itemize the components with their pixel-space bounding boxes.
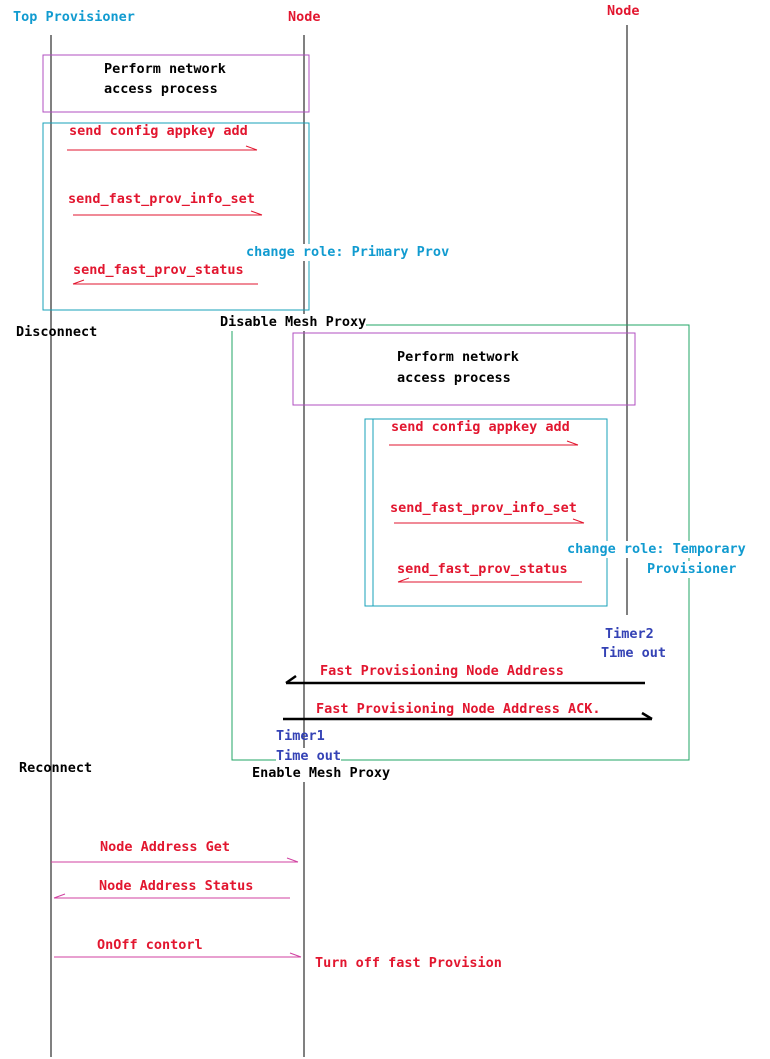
turn-off-fast-provision: Turn off fast Provision (315, 955, 502, 971)
arrow-info-set-1 (73, 210, 263, 216)
arrow-appkey-add-1 (67, 145, 258, 151)
message-node-address-ack: Fast Provisioning Node Address ACK. (316, 701, 601, 717)
message-status-2: send_fast_prov_status (397, 561, 568, 577)
message-address-get: Node Address Get (100, 839, 231, 855)
arrow-appkey-add-2 (389, 440, 579, 446)
arrow-onoff (54, 952, 302, 958)
access-process-label-2-line2: access process (397, 370, 511, 386)
config-box-2 (364, 418, 608, 607)
event-disconnect: Disconnect (16, 324, 98, 340)
message-address-status: Node Address Status (99, 878, 254, 894)
access-process-label-1-line2: access process (104, 81, 218, 97)
access-process-box-2 (292, 332, 636, 406)
arrow-address-get (51, 857, 299, 863)
arrow-status-1 (72, 279, 258, 285)
message-status-1: send_fast_prov_status (73, 262, 244, 278)
access-process-box-1 (42, 54, 310, 113)
arrow-address-status (53, 893, 290, 899)
message-node-address: Fast Provisioning Node Address (320, 663, 564, 679)
message-appkey-add-1: send config appkey add (69, 123, 248, 139)
role-change-primary: change role: Primary Prov (246, 244, 450, 261)
role-change-temporary-line2: Provisioner (647, 561, 737, 578)
timer2-label-line2: Time out (601, 645, 667, 661)
message-onoff: OnOff contorl (97, 937, 203, 953)
timer1-label-line1: Timer1 (276, 728, 325, 744)
event-enable-proxy: Enable Mesh Proxy (252, 765, 391, 782)
role-change-temporary-line1: change role: Temporary (567, 541, 746, 558)
message-appkey-add-2: send config appkey add (391, 419, 570, 435)
timer1-label-line2: Time out (276, 748, 342, 765)
message-info-set-1: send_fast_prov_info_set (68, 191, 255, 207)
arrow-status-2 (397, 577, 582, 583)
access-process-label-2-line1: Perform network (397, 349, 519, 365)
arrow-info-set-2 (394, 518, 585, 524)
config-box-1 (42, 122, 310, 311)
lifeline-title-node-2: Node (607, 3, 640, 19)
arrow-node-address (285, 674, 645, 685)
lifeline-title-top-provisioner: Top Provisioner (13, 9, 135, 25)
access-process-label-1-line1: Perform network (104, 61, 226, 77)
arrow-node-address-ack (283, 711, 653, 721)
lifeline-title-node-1: Node (288, 9, 321, 25)
event-reconnect: Reconnect (19, 760, 93, 776)
message-info-set-2: send_fast_prov_info_set (390, 500, 577, 516)
event-disable-proxy: Disable Mesh Proxy (220, 314, 367, 331)
timer2-label-line1: Timer2 (605, 626, 654, 642)
